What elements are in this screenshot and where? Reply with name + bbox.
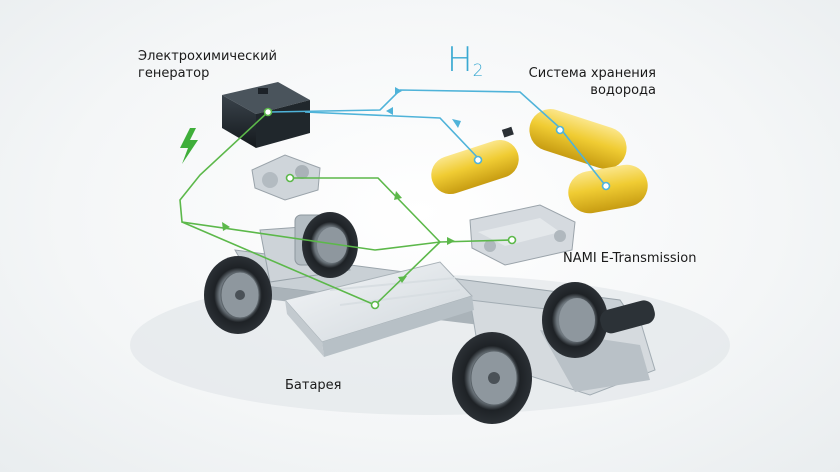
- power-node-drive-unit: [285, 173, 295, 183]
- hydrogen-line-tank-3: [559, 127, 606, 186]
- hydrogen-flow-lines: [269, 87, 606, 186]
- h2-label-main: H: [447, 40, 473, 80]
- power-node-transmission: [507, 235, 517, 245]
- power-arrow-2: [394, 191, 402, 200]
- power-flow-lines: [179, 111, 513, 306]
- storage-label: Система хранения водорода: [470, 65, 656, 99]
- front-left-wheel: [204, 256, 272, 334]
- generator-label-line-1: Электрохимический: [138, 49, 277, 64]
- transmission-label: NAMI E-Transmission: [563, 251, 697, 266]
- hydrogen-node-tank-1: [473, 155, 483, 165]
- generator-label: Электрохимический генератор: [138, 48, 277, 82]
- lightning-icon: [180, 128, 198, 164]
- power-arrow-3: [398, 276, 407, 283]
- h2-label: H2: [447, 40, 483, 91]
- power-line-drive-unit: [290, 177, 441, 243]
- h2-label-sub: 2: [472, 61, 484, 81]
- power-node-generator: [263, 107, 273, 117]
- storage-label-line-1: Система хранения: [528, 66, 656, 81]
- hydrogen-tank-2: [529, 109, 627, 169]
- hydrogen-tank-1: [431, 126, 519, 195]
- power-arrow-1: [447, 237, 455, 245]
- hydrogen-line-tank-1: [304, 111, 479, 159]
- power-line-battery: [374, 241, 441, 306]
- hydrogen-node-tank-3: [601, 181, 611, 191]
- power-arrow-4: [222, 222, 230, 231]
- rear-motor: [600, 300, 655, 334]
- hydrogen-arrow-3: [386, 107, 393, 115]
- hydrogen-arrow-2: [452, 119, 461, 128]
- power-line-battery-left: [181, 221, 376, 306]
- rear-right-wheel: [542, 282, 608, 358]
- storage-label-line-2: водорода: [590, 83, 656, 98]
- generator-label-line-2: генератор: [138, 66, 210, 81]
- power-node-battery: [370, 300, 380, 310]
- front-right-wheel: [302, 212, 358, 278]
- nami-e-transmission-unit: [469, 204, 576, 266]
- hydrogen-node-tank-2: [555, 125, 565, 135]
- hydrogen-arrow-1: [395, 87, 402, 95]
- battery-label: Батарея: [285, 378, 342, 393]
- rear-left-wheel: [452, 332, 532, 424]
